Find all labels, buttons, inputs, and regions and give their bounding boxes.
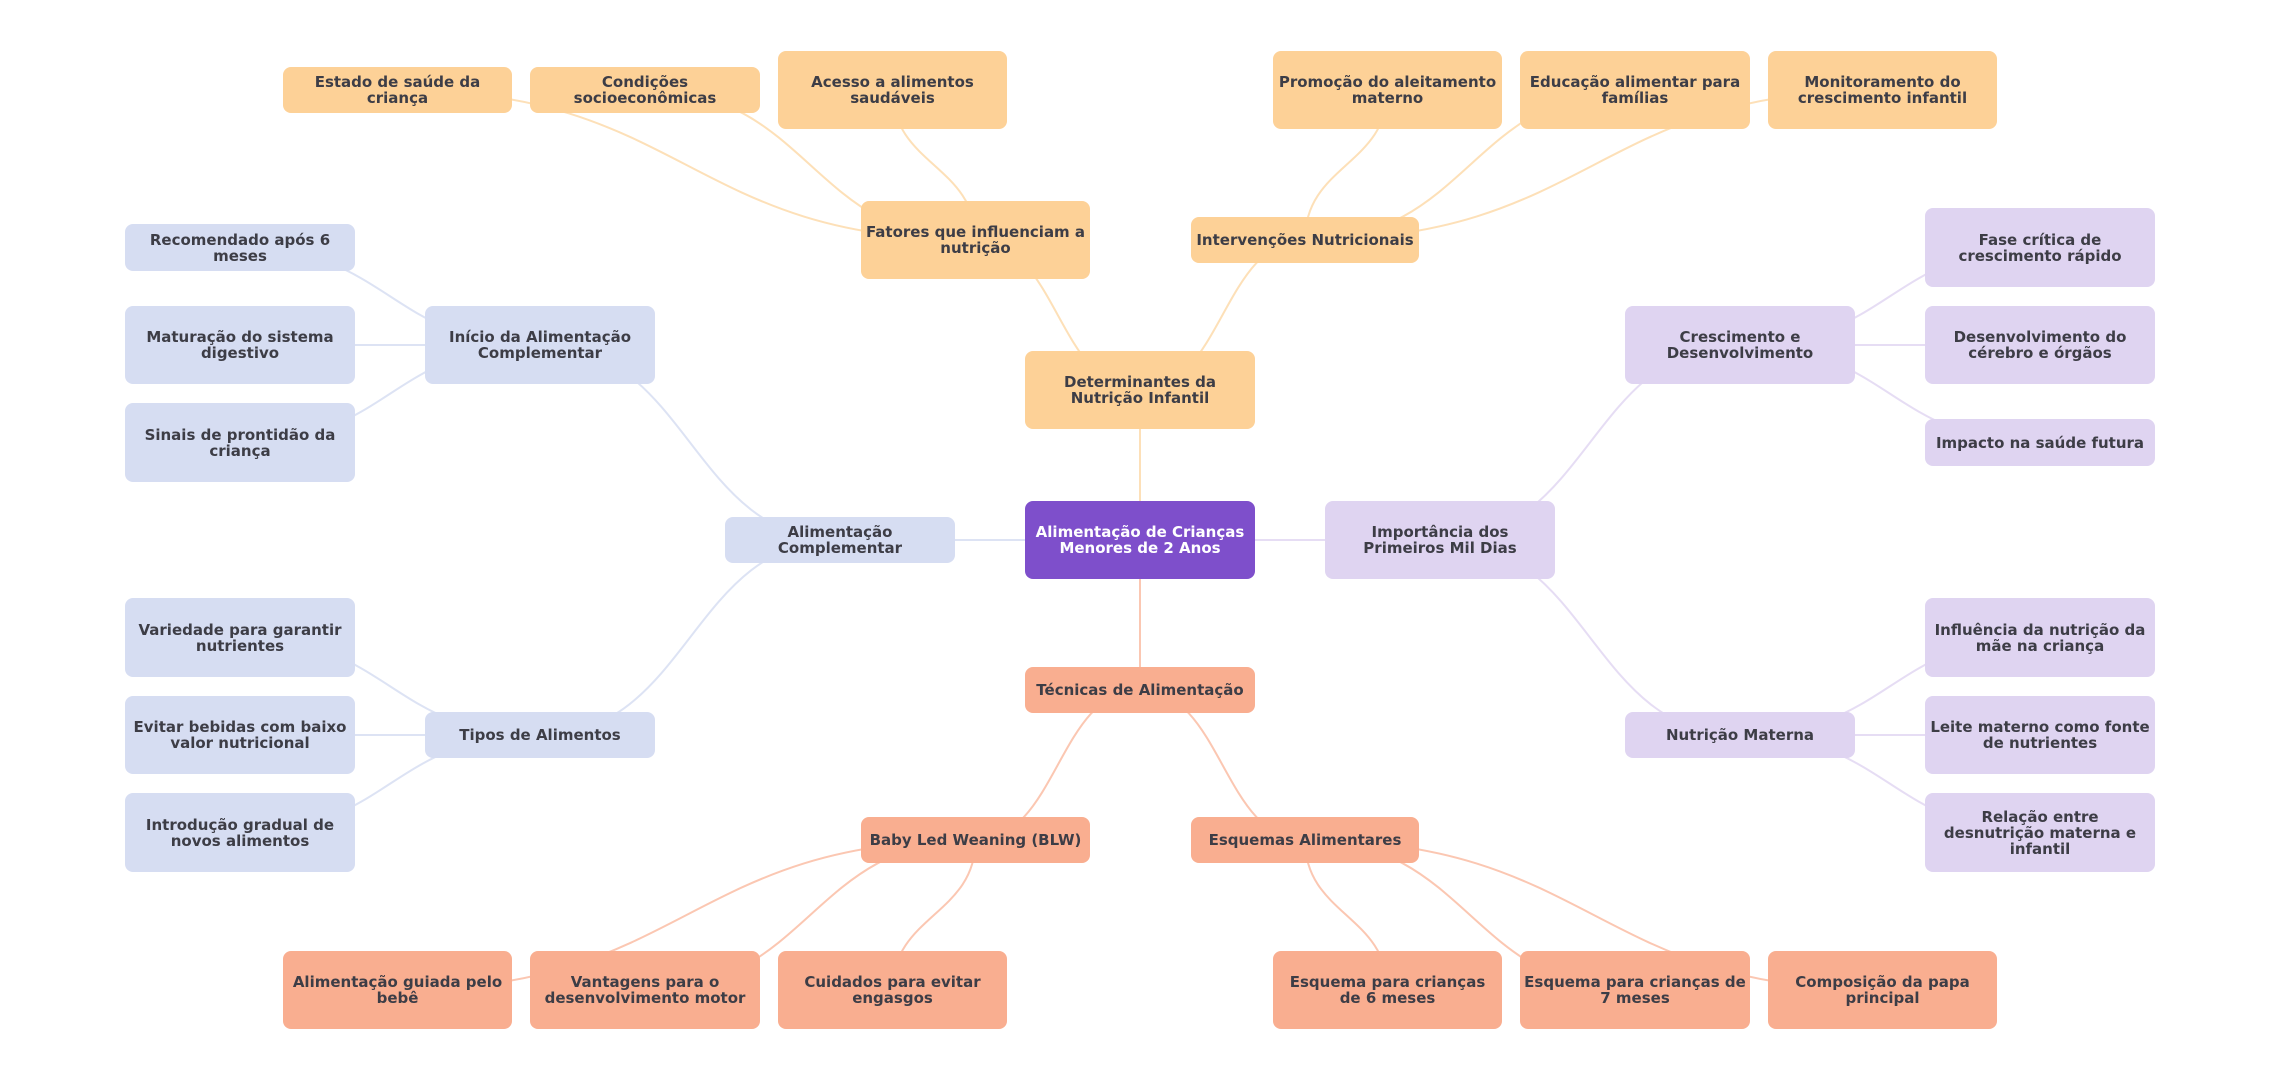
leaf-node[interactable]: Fase crítica de crescimento rápido <box>1925 208 2155 287</box>
leaf-node[interactable]: Monitoramento do crescimento infantil <box>1768 51 1997 129</box>
leaf-node[interactable]: Promoção do aleitamento materno <box>1273 51 1502 129</box>
node-label: Educação alimentar para famílias <box>1529 73 1741 107</box>
node-label: Tipos de Alimentos <box>459 726 621 744</box>
node-label: Esquema para crianças de 6 meses <box>1289 973 1486 1007</box>
leaf-node[interactable]: Recomendado após 6 meses <box>125 224 355 271</box>
branch-node-tecnicas[interactable]: Técnicas de Alimentação <box>1025 667 1255 713</box>
branch-node-determinantes[interactable]: Determinantes da Nutrição Infantil <box>1025 351 1255 429</box>
leaf-node[interactable]: Estado de saúde da criança <box>283 67 512 113</box>
node-label: Recomendado após 6 meses <box>149 230 331 265</box>
node-label: Esquema para crianças de 7 meses <box>1524 973 1746 1007</box>
leaf-node[interactable]: Esquema para crianças de 6 meses <box>1273 951 1502 1029</box>
node-label: Leite materno como fonte de nutrientes <box>1930 718 2150 752</box>
node-label: Vantagens para o desenvolvimento motor <box>544 973 746 1007</box>
subtopic-node-fatores[interactable]: Fatores que influenciam a nutrição <box>861 201 1090 279</box>
node-label: Intervenções Nutricionais <box>1196 231 1414 249</box>
leaf-node[interactable]: Relação entre desnutrição materna e infa… <box>1925 793 2155 872</box>
node-label: Fatores que influenciam a nutrição <box>865 223 1086 257</box>
node-label: Maturação do sistema digestivo <box>146 328 334 362</box>
subtopic-node-inicio[interactable]: Início da Alimentação Complementar <box>425 306 655 384</box>
subtopic-node-esquemas[interactable]: Esquemas Alimentares <box>1191 817 1419 863</box>
root-node-label: Alimentação de Crianças Menores de 2 Ano… <box>1035 523 1245 557</box>
leaf-node[interactable]: Acesso a alimentos saudáveis <box>778 51 1007 129</box>
node-label: Nutrição Materna <box>1665 726 1815 744</box>
node-label: Impacto na saúde futura <box>1935 433 2145 452</box>
leaf-node[interactable]: Sinais de prontidão da criança <box>125 403 355 482</box>
node-label: Estado de saúde da criança <box>314 73 481 107</box>
leaf-node[interactable]: Impacto na saúde futura <box>1925 419 2155 466</box>
node-label: Técnicas de Alimentação <box>1036 681 1244 699</box>
leaf-node[interactable]: Introdução gradual de novos alimentos <box>125 793 355 872</box>
node-label: Acesso a alimentos saudáveis <box>811 73 974 107</box>
leaf-node[interactable]: Desenvolvimento do cérebro e órgãos <box>1925 306 2155 384</box>
leaf-node[interactable]: Esquema para crianças de 7 meses <box>1520 951 1750 1029</box>
subtopic-node-intervencoes[interactable]: Intervenções Nutricionais <box>1191 217 1419 263</box>
node-label: Relação entre desnutrição materna e infa… <box>1943 807 2137 858</box>
node-label: Alimentação Complementar <box>777 523 903 557</box>
node-label: Crescimento e Desenvolvimento <box>1666 328 1814 362</box>
node-label: Monitoramento do crescimento infantil <box>1797 73 1968 107</box>
node-label: Alimentação guiada pelo bebê <box>292 973 503 1007</box>
node-label: Sinais de prontidão da criança <box>144 425 336 460</box>
node-label: Promoção do aleitamento materno <box>1278 73 1497 107</box>
branch-node-mil-dias[interactable]: Importância dos Primeiros Mil Dias <box>1325 501 1555 579</box>
node-label: Fase crítica de crescimento rápido <box>1958 230 2122 265</box>
leaf-node[interactable]: Evitar bebidas com baixo valor nutricion… <box>125 696 355 774</box>
node-label: Determinantes da Nutrição Infantil <box>1064 373 1216 407</box>
leaf-node[interactable]: Cuidados para evitar engasgos <box>778 951 1007 1029</box>
node-label: Baby Led Weaning (BLW) <box>869 831 1082 849</box>
branch-node-complementar[interactable]: Alimentação Complementar <box>725 517 955 563</box>
node-label: Cuidados para evitar engasgos <box>804 973 981 1007</box>
root-node[interactable]: Alimentação de Crianças Menores de 2 Ano… <box>1025 501 1255 579</box>
node-label: Desenvolvimento do cérebro e órgãos <box>1953 328 2127 362</box>
node-label: Esquemas Alimentares <box>1208 831 1402 849</box>
node-label: Início da Alimentação Complementar <box>448 328 632 362</box>
leaf-node[interactable]: Condições socioeconômicas <box>530 67 760 113</box>
leaf-node[interactable]: Maturação do sistema digestivo <box>125 306 355 384</box>
leaf-node[interactable]: Influência da nutrição da mãe na criança <box>1925 598 2155 677</box>
node-label: Introdução gradual de novos alimentos <box>145 815 335 850</box>
leaf-node[interactable]: Alimentação guiada pelo bebê <box>283 951 512 1029</box>
node-label: Evitar bebidas com baixo valor nutricion… <box>133 718 347 752</box>
connector-line <box>539 539 841 736</box>
node-label: Composição da papa principal <box>1795 973 1970 1007</box>
node-label: Condições socioeconômicas <box>573 73 717 107</box>
leaf-node[interactable]: Educação alimentar para famílias <box>1520 51 1750 129</box>
subtopic-node-tipos[interactable]: Tipos de Alimentos <box>425 712 655 758</box>
leaf-node[interactable]: Vantagens para o desenvolvimento motor <box>530 951 760 1029</box>
subtopic-node-blw[interactable]: Baby Led Weaning (BLW) <box>861 817 1090 863</box>
subtopic-node-crescimento[interactable]: Crescimento e Desenvolvimento <box>1625 306 1855 384</box>
node-label: Influência da nutrição da mãe na criança <box>1934 620 2146 655</box>
leaf-node[interactable]: Composição da papa principal <box>1768 951 1997 1029</box>
node-label: Variedade para garantir nutrientes <box>138 620 342 655</box>
leaf-node[interactable]: Variedade para garantir nutrientes <box>125 598 355 677</box>
subtopic-node-materna[interactable]: Nutrição Materna <box>1625 712 1855 758</box>
leaf-node[interactable]: Leite materno como fonte de nutrientes <box>1925 696 2155 774</box>
node-label: Importância dos Primeiros Mil Dias <box>1363 523 1517 557</box>
